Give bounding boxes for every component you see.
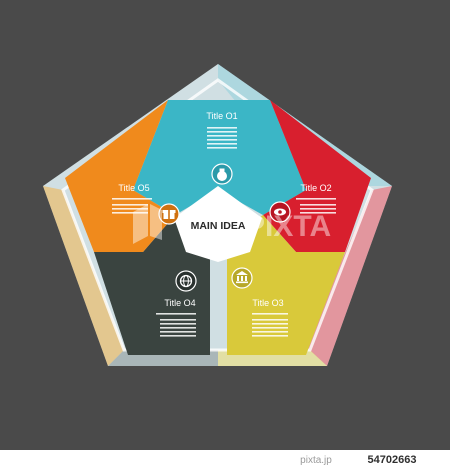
- segment-2-title: Title O2: [300, 183, 331, 193]
- watermark-bar: pixta.jp 54702663: [0, 450, 450, 469]
- segment-2-content: Title O2: [269, 183, 336, 223]
- center-node: MAIN IDEA: [174, 186, 262, 262]
- segment-3-title: Title O3: [252, 298, 283, 308]
- segment-4-content: Title O4: [156, 270, 197, 337]
- segment-1: [133, 100, 306, 215]
- watermark-brand: PIXTA: [245, 210, 331, 243]
- eye-icon: [274, 208, 286, 216]
- globe-icon: [179, 274, 193, 288]
- segment-4-title: Title O4: [164, 298, 195, 308]
- segment-5-content: Title O5: [112, 183, 180, 225]
- segment-1-title: Title O1: [206, 111, 237, 121]
- image-number: 54702663: [368, 454, 417, 466]
- segment-3-content: Title O3: [231, 267, 288, 337]
- bank-icon: [236, 271, 248, 284]
- watermark-logo: PIXTA: [133, 204, 331, 244]
- watermark-site: pixta.jp: [300, 455, 332, 466]
- segment-5: [65, 100, 175, 252]
- moneybag-icon: [217, 168, 227, 181]
- segment-1-content: Title O1: [206, 111, 238, 185]
- gift-icon: [162, 210, 176, 219]
- main-idea-label: MAIN IDEA: [191, 220, 246, 232]
- segment-5-title: Title O5: [118, 183, 149, 193]
